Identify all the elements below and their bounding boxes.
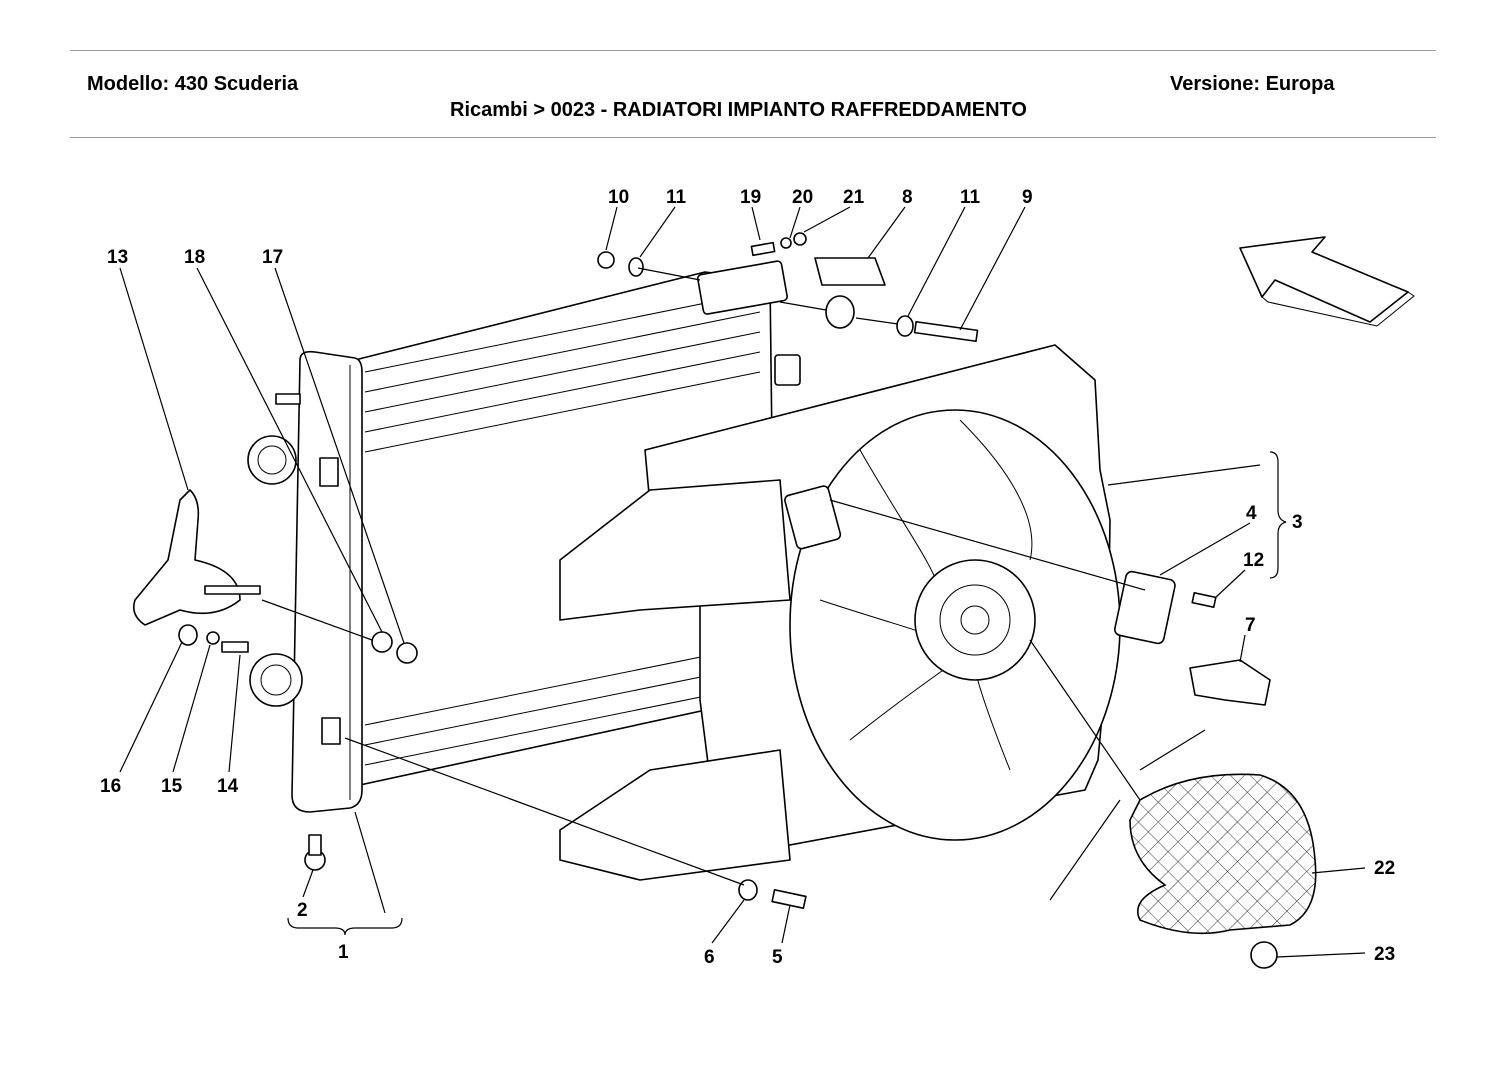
callout-19: 19 (740, 187, 761, 208)
callout-22: 22 (1374, 858, 1395, 879)
version-label: Versione: Europa (1170, 73, 1335, 95)
callout-5: 5 (772, 947, 783, 968)
callout-13: 13 (107, 247, 128, 268)
radiator-left-tank (247, 350, 363, 813)
callout-6: 6 (704, 947, 715, 968)
callout-3: 3 (1292, 512, 1303, 533)
header-bottom-rule (70, 137, 1436, 138)
direction-arrow-icon (1239, 236, 1415, 327)
callout-numbers: 10 11 19 20 21 8 11 9 13 18 17 4 3 12 7 … (100, 187, 1395, 968)
callout-9: 9 (1022, 187, 1033, 208)
radiator (354, 260, 801, 786)
callout-2: 2 (297, 900, 308, 921)
model-label: Modello: 430 Scuderia (87, 73, 299, 95)
upper-hose-outlet (247, 435, 297, 485)
callout-12: 12 (1243, 550, 1264, 571)
bracket (132, 489, 241, 626)
header-top-rule (70, 50, 1436, 51)
callout-14: 14 (217, 776, 239, 797)
callout-18: 18 (184, 247, 205, 268)
callout-20: 20 (792, 187, 813, 208)
callout-10: 10 (608, 187, 629, 208)
lower-hose-outlet (249, 653, 303, 707)
callout-15: 15 (161, 776, 183, 797)
callout-23: 23 (1374, 944, 1395, 965)
callout-16: 16 (100, 776, 121, 797)
callout-1: 1 (338, 942, 349, 963)
callout-17: 17 (262, 247, 283, 268)
brace-1 (287, 917, 403, 936)
callout-8: 8 (902, 187, 913, 208)
callout-4: 4 (1246, 503, 1257, 524)
callout-11: 11 (960, 187, 981, 208)
fan-motor (914, 559, 1036, 681)
mesh-shield (1129, 773, 1317, 935)
callout-21: 21 (843, 187, 865, 208)
fan-shroud (559, 344, 1121, 881)
breadcrumb: Ricambi > 0023 - RADIATORI IMPIANTO RAFF… (450, 99, 1027, 121)
callout-11: 11 (666, 187, 687, 208)
callout-7: 7 (1245, 615, 1256, 636)
hardware (178, 232, 1278, 969)
leader-lines (119, 206, 1366, 958)
brace-3 (1269, 451, 1287, 579)
